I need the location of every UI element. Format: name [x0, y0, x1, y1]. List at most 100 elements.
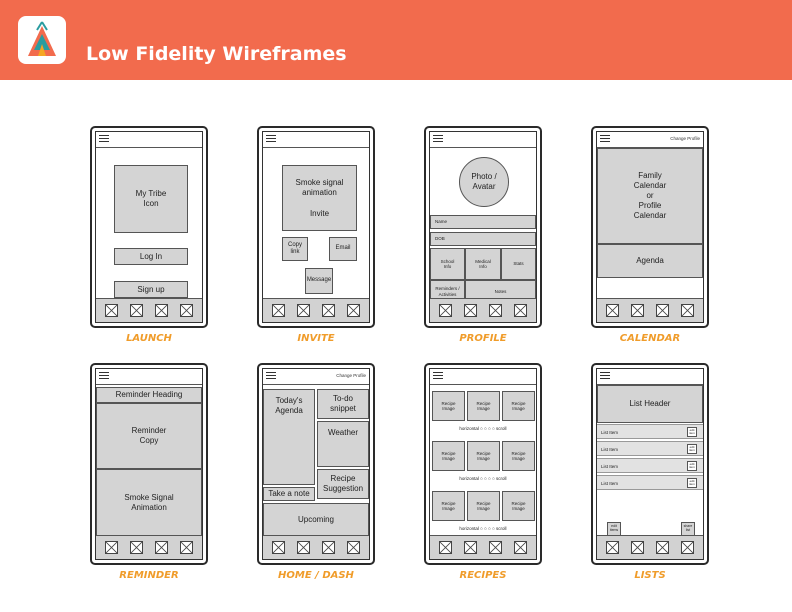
hamburger-menu-icon[interactable] [99, 135, 109, 144]
placeholder-x-icon[interactable] [681, 304, 694, 317]
recipe-image[interactable]: Recipe Image [467, 391, 500, 421]
reminders-tile[interactable]: Reminders / Activities [430, 280, 465, 303]
name-field[interactable]: Name [430, 215, 536, 229]
list-item-label: List Item [601, 430, 619, 435]
placeholder-x-icon[interactable] [439, 541, 452, 554]
placeholder-x-icon[interactable] [272, 304, 285, 317]
top-bar [430, 132, 536, 148]
caption-lists: LISTS [634, 570, 666, 581]
signup-button[interactable]: Sign up [114, 281, 188, 298]
wireframe-lists: List Header List Item edit item List Ite… [591, 363, 709, 565]
copy-link-button[interactable]: Copy link [282, 237, 308, 261]
todays-agenda-tile[interactable]: Today's Agenda [263, 389, 315, 485]
placeholder-x-icon[interactable] [105, 304, 118, 317]
scroll-indicator[interactable]: horizontal ○ ○ ○ ○ scroll [459, 426, 507, 431]
placeholder-x-icon[interactable] [514, 304, 527, 317]
hamburger-menu-icon[interactable] [600, 135, 610, 144]
hamburger-menu-icon[interactable] [433, 372, 443, 381]
placeholder-x-icon[interactable] [606, 304, 619, 317]
hamburger-menu-icon[interactable] [99, 372, 109, 381]
placeholder-x-icon[interactable] [489, 541, 502, 554]
recipe-image[interactable]: Recipe Image [467, 441, 500, 471]
placeholder-x-icon[interactable] [656, 304, 669, 317]
dob-field[interactable]: DOB [430, 232, 536, 246]
edit-item-button[interactable]: edit item [687, 478, 697, 488]
hamburger-menu-icon[interactable] [433, 135, 443, 144]
placeholder-x-icon[interactable] [347, 541, 360, 554]
placeholder-x-icon[interactable] [130, 541, 143, 554]
edit-item-button[interactable]: edit item [687, 444, 697, 454]
edit-item-button[interactable]: edit item [687, 461, 697, 471]
hamburger-menu-icon[interactable] [266, 135, 276, 144]
placeholder-x-icon[interactable] [347, 304, 360, 317]
wireframe-calendar: Change Profile Family Calendar or Profil… [591, 126, 709, 328]
medical-info-tile[interactable]: Medical Info [465, 248, 501, 280]
list-item[interactable]: List Item edit item [597, 441, 703, 456]
share-list-button[interactable]: share list [681, 522, 695, 536]
placeholder-x-icon[interactable] [130, 304, 143, 317]
top-bar [430, 369, 536, 385]
edit-item-button[interactable]: edit item [687, 427, 697, 437]
avatar[interactable]: Photo / Avatar [459, 157, 509, 207]
take-note-button[interactable]: Take a note [263, 487, 315, 501]
placeholder-x-icon[interactable] [464, 304, 477, 317]
recipe-image[interactable]: Recipe Image [502, 391, 535, 421]
login-button[interactable]: Log In [114, 248, 188, 265]
app-icon-box: My Tribe Icon [114, 165, 188, 233]
edit-items-button[interactable]: edit items [607, 522, 621, 536]
recipe-image[interactable]: Recipe Image [502, 491, 535, 521]
stats-tile[interactable]: Stats [501, 248, 536, 280]
caption-profile: PROFILE [459, 333, 507, 344]
recipe-image[interactable]: Recipe Image [467, 491, 500, 521]
caption-calendar: CALENDAR [619, 333, 681, 344]
change-profile-link[interactable]: Change Profile [670, 136, 700, 141]
email-button[interactable]: Email [329, 237, 357, 261]
placeholder-x-icon[interactable] [514, 541, 527, 554]
placeholder-x-icon[interactable] [464, 541, 477, 554]
hamburger-menu-icon[interactable] [600, 372, 610, 381]
change-profile-link[interactable]: Change Profile [336, 373, 366, 378]
placeholder-x-icon[interactable] [155, 541, 168, 554]
list-item[interactable]: List Item edit item [597, 424, 703, 439]
recipe-image[interactable]: Recipe Image [432, 391, 465, 421]
placeholder-x-icon[interactable] [656, 541, 669, 554]
caption-home: HOME / DASH [278, 570, 354, 581]
recipe-suggestion-tile[interactable]: Recipe Suggestion [317, 469, 369, 499]
upcoming-panel[interactable]: Upcoming [263, 503, 369, 537]
recipe-image[interactable]: Recipe Image [432, 491, 465, 521]
placeholder-x-icon[interactable] [180, 304, 193, 317]
placeholder-x-icon[interactable] [681, 541, 694, 554]
calendar-view[interactable]: Family Calendar or Profile Calendar [597, 148, 703, 244]
placeholder-x-icon[interactable] [322, 304, 335, 317]
wireframe-profile: Photo / Avatar Name DOB School Info Medi… [424, 126, 542, 328]
placeholder-x-icon[interactable] [105, 541, 118, 554]
todo-snippet-tile[interactable]: To-do snippet [317, 389, 369, 419]
wireframe-recipes: Recipe Image Recipe Image Recipe Image h… [424, 363, 542, 565]
page-header: Low Fidelity Wireframes [0, 0, 792, 80]
placeholder-x-icon[interactable] [606, 541, 619, 554]
list-item[interactable]: List Item edit item [597, 475, 703, 490]
placeholder-x-icon[interactable] [489, 304, 502, 317]
recipe-image[interactable]: Recipe Image [432, 441, 465, 471]
placeholder-x-icon[interactable] [180, 541, 193, 554]
placeholder-x-icon[interactable] [631, 541, 644, 554]
list-item[interactable]: List Item edit item [597, 458, 703, 473]
placeholder-x-icon[interactable] [631, 304, 644, 317]
scroll-indicator[interactable]: horizontal ○ ○ ○ ○ scroll [459, 526, 507, 531]
hamburger-menu-icon[interactable] [266, 372, 276, 381]
placeholder-x-icon[interactable] [322, 541, 335, 554]
scroll-indicator[interactable]: horizontal ○ ○ ○ ○ scroll [459, 476, 507, 481]
placeholder-x-icon[interactable] [272, 541, 285, 554]
recipe-image[interactable]: Recipe Image [502, 441, 535, 471]
agenda-panel[interactable]: Agenda [597, 244, 703, 278]
school-info-tile[interactable]: School Info [430, 248, 465, 280]
placeholder-x-icon[interactable] [439, 304, 452, 317]
placeholder-x-icon[interactable] [297, 304, 310, 317]
wireframe-home: Change Profile Today's Agenda To-do snip… [257, 363, 375, 565]
top-bar: Change Profile [597, 132, 703, 148]
caption-invite: INVITE [297, 333, 335, 344]
placeholder-x-icon[interactable] [297, 541, 310, 554]
placeholder-x-icon[interactable] [155, 304, 168, 317]
weather-tile[interactable]: Weather [317, 421, 369, 467]
message-button[interactable]: Message [305, 268, 333, 294]
